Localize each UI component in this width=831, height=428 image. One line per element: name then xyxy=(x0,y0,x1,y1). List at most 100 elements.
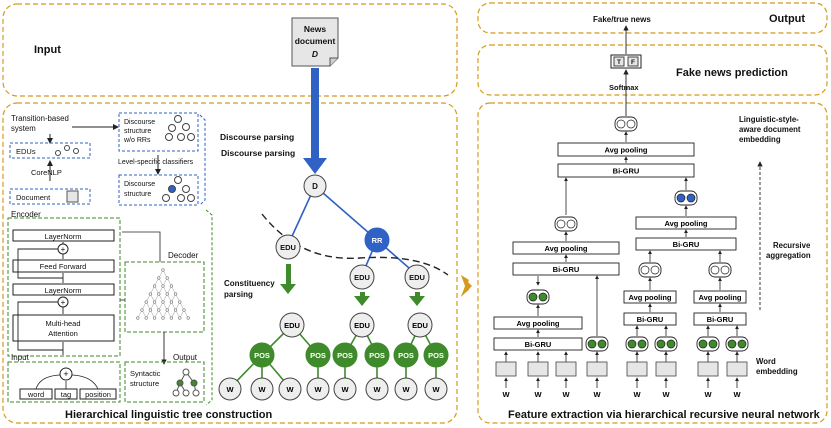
pos-label: POS xyxy=(428,351,444,360)
word-node xyxy=(306,377,330,401)
pos1-bigru-label: Bi-GRU xyxy=(525,340,552,349)
constituency-edu-label: EDU xyxy=(284,321,300,330)
decoder-output-box xyxy=(124,361,205,403)
rr-avg-pooling-label: Avg pooling xyxy=(664,219,707,228)
word-embedding-cell xyxy=(726,361,748,377)
svg-text:Recursive: Recursive xyxy=(773,241,811,250)
edu3-bigru xyxy=(693,312,747,326)
constituency-edu-node xyxy=(349,312,375,338)
svg-text:+: + xyxy=(61,245,66,254)
discourse-structure-box xyxy=(118,174,199,206)
svg-text:Feature extraction via hierarc: Feature extraction via hierarchical recu… xyxy=(508,409,821,421)
svg-text:Fake news prediction: Fake news prediction xyxy=(676,67,788,79)
svg-text:EDU: EDU xyxy=(354,273,370,282)
edu1-avg-pooling-label: Avg pooling xyxy=(544,244,587,253)
svg-text:position: position xyxy=(85,390,111,399)
svg-text:structure: structure xyxy=(124,128,151,135)
word-node xyxy=(250,377,274,401)
edu1-bigru xyxy=(512,262,620,276)
svg-text:Output: Output xyxy=(769,13,805,25)
svg-text:EDUs: EDUs xyxy=(16,147,36,156)
svg-text:tag: tag xyxy=(61,390,71,399)
constituency-edu-node xyxy=(407,312,433,338)
svg-text:Attention: Attention xyxy=(48,329,78,338)
doc-avg-pooling xyxy=(557,142,695,157)
word-node xyxy=(365,377,389,401)
svg-text:Linguistic-style-: Linguistic-style- xyxy=(739,115,799,124)
svg-text:Transition-based: Transition-based xyxy=(11,114,69,123)
decoder-box xyxy=(124,261,205,333)
svg-text:EDU: EDU xyxy=(409,273,425,282)
svg-text:Discourse parsing: Discourse parsing xyxy=(220,132,294,142)
svg-text:Decoder: Decoder xyxy=(168,251,199,260)
word-label: W xyxy=(226,385,234,394)
svg-text:Feed Forward: Feed Forward xyxy=(40,262,87,271)
constituency-edu-node xyxy=(279,312,305,338)
word-input-label: W xyxy=(562,390,570,399)
multi-head-attention xyxy=(12,314,115,342)
svg-text:LayerNorm: LayerNorm xyxy=(44,232,81,241)
svg-text:Syntactic: Syntactic xyxy=(130,369,161,378)
pos-label: POS xyxy=(254,351,270,360)
input-title: Input xyxy=(34,44,61,56)
document-box xyxy=(9,188,91,205)
doc-bigru-label: Bi-GRU xyxy=(613,166,640,175)
word-embedding-cell xyxy=(626,361,648,377)
feed-forward xyxy=(12,259,115,273)
word-embedding-cell xyxy=(495,361,517,377)
constituency-edu-label: EDU xyxy=(354,321,370,330)
pos-label: POS xyxy=(369,351,385,360)
encoder-input-box xyxy=(7,361,121,403)
pos-node xyxy=(364,342,390,368)
discourse-parsing-label: Discourse parsing xyxy=(221,148,295,158)
pos-label: POS xyxy=(310,351,326,360)
svg-text:Level-specific classifiers: Level-specific classifiers xyxy=(118,159,194,166)
svg-text:EDU: EDU xyxy=(280,243,296,252)
word-embedding-cell xyxy=(555,361,577,377)
svg-text:Input: Input xyxy=(11,353,30,362)
input-section xyxy=(2,3,458,97)
pos-node xyxy=(332,342,358,368)
news-doc-line3: D xyxy=(312,49,318,59)
node-edu-3 xyxy=(404,264,430,290)
edu3-avg-pooling xyxy=(693,290,747,304)
svg-text:aware document: aware document xyxy=(739,125,801,134)
word-input-label: W xyxy=(662,390,670,399)
svg-text:Discourse: Discourse xyxy=(124,119,155,126)
doc-avg-pooling-label: Avg pooling xyxy=(604,145,647,154)
svg-text:embedding: embedding xyxy=(756,367,798,376)
rr-avg-pooling xyxy=(635,216,737,230)
word-node xyxy=(424,377,448,401)
svg-text:embedding: embedding xyxy=(739,135,781,144)
word-input-label: W xyxy=(502,390,510,399)
rr-bigru xyxy=(635,237,737,251)
svg-text:Word: Word xyxy=(756,357,776,366)
constituency-edu-label: EDU xyxy=(412,321,428,330)
edu1-bigru-label: Bi-GRU xyxy=(553,265,580,274)
svg-text:word: word xyxy=(27,390,44,399)
edu1-avg-pooling xyxy=(512,241,620,255)
svg-text:T: T xyxy=(617,59,621,66)
pos-label: POS xyxy=(398,351,414,360)
word-embedding-cell xyxy=(655,361,677,377)
word-input-label: W xyxy=(733,390,741,399)
word-label: W xyxy=(286,385,294,394)
edus-box xyxy=(9,142,91,159)
svg-text:Encoder: Encoder xyxy=(11,210,41,219)
discourse-structure-norr-box xyxy=(118,112,199,152)
discourse-arrow xyxy=(311,68,319,160)
layernorm-top xyxy=(12,229,115,242)
word-label: W xyxy=(402,385,410,394)
fake-true-label: Fake/true news xyxy=(593,15,651,24)
pos-node xyxy=(305,342,331,368)
news-doc-line1: News xyxy=(304,24,326,34)
constituency-label-2: parsing xyxy=(224,290,253,299)
pos1-avg-pooling-label: Avg pooling xyxy=(516,319,559,328)
svg-text:RR: RR xyxy=(372,236,383,245)
word-node xyxy=(333,377,357,401)
news-doc-line2: document xyxy=(295,36,336,46)
pos1-avg-pooling xyxy=(493,316,583,330)
doc-bigru xyxy=(557,163,695,178)
word-label: W xyxy=(341,385,349,394)
